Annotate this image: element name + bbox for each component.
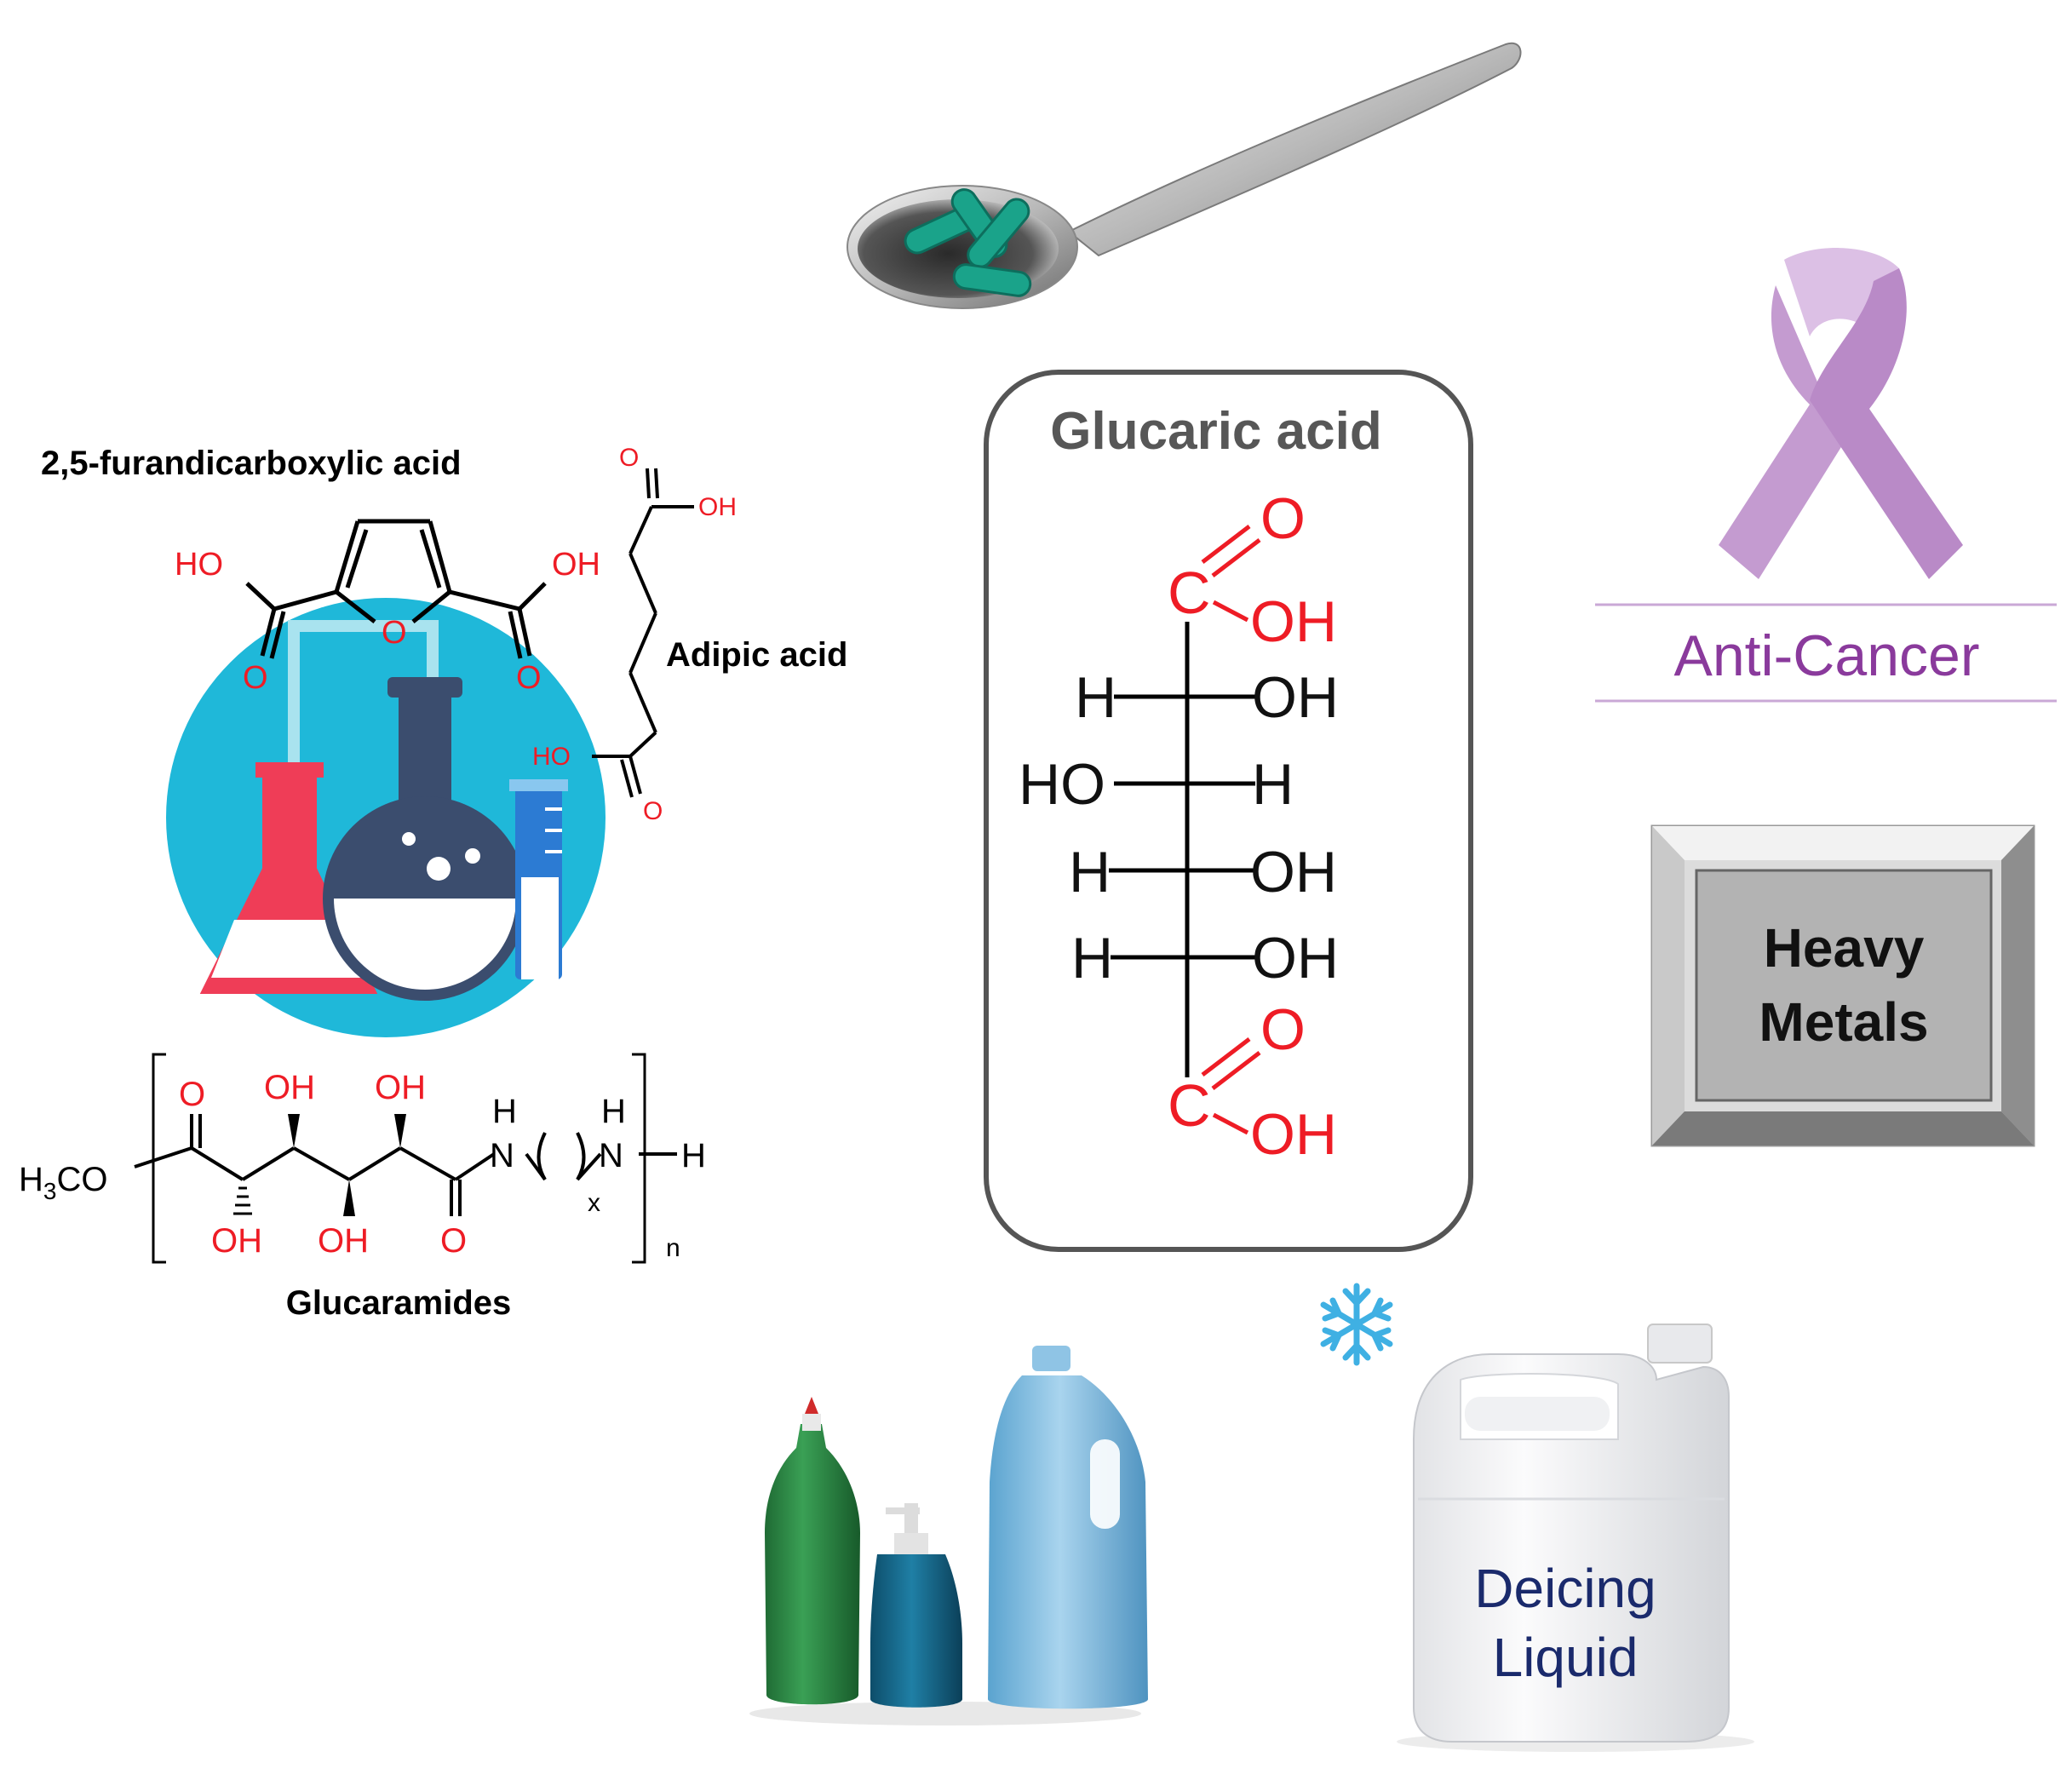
double-bond-bottom-b xyxy=(1211,1051,1261,1090)
glucaramide-n-1: N xyxy=(490,1137,514,1174)
fdca-label: 2,5-furandicarboxylic acid xyxy=(41,445,462,482)
fischer-row-1: H OH xyxy=(1075,665,1339,730)
adipic-acid-label: Adipic acid xyxy=(666,636,847,674)
fdca-structure: 2,5-furandicarboxylic acid HO OH O O O xyxy=(41,445,600,696)
glucaramides-label: Glucaramides xyxy=(286,1284,512,1322)
row1-left: H xyxy=(1075,665,1116,730)
detergent-bottles-icon xyxy=(749,1346,1148,1725)
double-bond-top-b xyxy=(1211,538,1261,577)
lab-flasks-icon xyxy=(166,598,606,1037)
spoon-with-capsules-icon xyxy=(847,42,1522,309)
row3-left: H xyxy=(1069,840,1111,904)
row3-right: OH xyxy=(1250,840,1337,904)
glucaric-acid-box xyxy=(984,370,1473,1252)
glucaric-acid-title: Glucaric acid xyxy=(1050,402,1381,461)
fdca-ring-oxygen: O xyxy=(382,615,407,651)
row4-right: OH xyxy=(1252,926,1339,990)
row2-right: H xyxy=(1252,752,1294,817)
heavy-metals-line2: Metals xyxy=(1759,991,1928,1053)
row2-left: HO xyxy=(1019,752,1105,817)
double-bond-top-a xyxy=(1201,525,1251,564)
fdca-ho: HO xyxy=(175,547,223,583)
fdca-o-right: O xyxy=(516,660,542,696)
glucaramide-oh-1: OH xyxy=(264,1069,315,1106)
awareness-ribbon-icon xyxy=(1719,248,1963,579)
glucaramide-o-1: O xyxy=(179,1076,205,1113)
anti-cancer-label: Anti-Cancer xyxy=(1673,623,1979,688)
deicing-line2: Liquid xyxy=(1493,1627,1639,1688)
glucaramide-h-3: H xyxy=(681,1137,706,1174)
bond-bottom-oh xyxy=(1212,1112,1249,1135)
glucaramide-n-2: N xyxy=(599,1137,623,1174)
glucaramide-n-subscript: n xyxy=(666,1234,680,1262)
snowflake-icon xyxy=(1320,1283,1393,1366)
glucaric-acid-panel: Glucaric acid C O OH H OH HO H H OH H O xyxy=(984,370,1473,1252)
deicing-line1: Deicing xyxy=(1474,1558,1656,1619)
glucaramide-oh-4: OH xyxy=(318,1222,369,1260)
oxygen-bottom: O xyxy=(1260,997,1306,1062)
double-bond-bottom-a xyxy=(1201,1037,1251,1077)
fischer-row-4: H OH xyxy=(1071,926,1339,990)
adipic-acid-structure: O OH HO O Adipic acid xyxy=(532,444,847,825)
row4-left: H xyxy=(1071,926,1113,990)
carbon-top: C xyxy=(1168,560,1211,626)
adipic-o-bottom: O xyxy=(643,797,663,825)
glucaramide-o-2: O xyxy=(440,1222,467,1260)
heavy-metals-tile: Heavy Metals xyxy=(1650,824,2035,1147)
carbon-bottom: C xyxy=(1168,1072,1211,1139)
glucaramide-h-1: H xyxy=(492,1093,517,1130)
adipic-o-top: O xyxy=(619,444,639,472)
oh-bottom: OH xyxy=(1250,1102,1337,1167)
adipic-ho: HO xyxy=(532,743,571,771)
oxygen-top: O xyxy=(1260,486,1306,551)
bond-top-oh xyxy=(1212,600,1249,623)
deicing-jug-icon: Deicing Liquid xyxy=(1397,1324,1754,1752)
fdca-o-left: O xyxy=(243,660,268,696)
fdca-oh: OH xyxy=(552,547,600,583)
fischer-row-3: H OH xyxy=(1069,840,1337,904)
glucaramide-oh-3: OH xyxy=(211,1222,262,1260)
glucaramides-structure: H3CO O OH xyxy=(19,1053,706,1322)
oh-top: OH xyxy=(1250,589,1337,654)
glucaramide-oh-2: OH xyxy=(375,1069,426,1106)
fischer-row-2: HO H xyxy=(1019,752,1294,817)
row1-right: OH xyxy=(1252,665,1339,730)
adipic-oh: OH xyxy=(698,493,737,521)
heavy-metals-line1: Heavy xyxy=(1764,917,1925,979)
glucaramide-x: x xyxy=(588,1189,600,1217)
glucaramide-h-2: H xyxy=(601,1093,626,1130)
h3co-group: H3CO xyxy=(19,1161,107,1204)
